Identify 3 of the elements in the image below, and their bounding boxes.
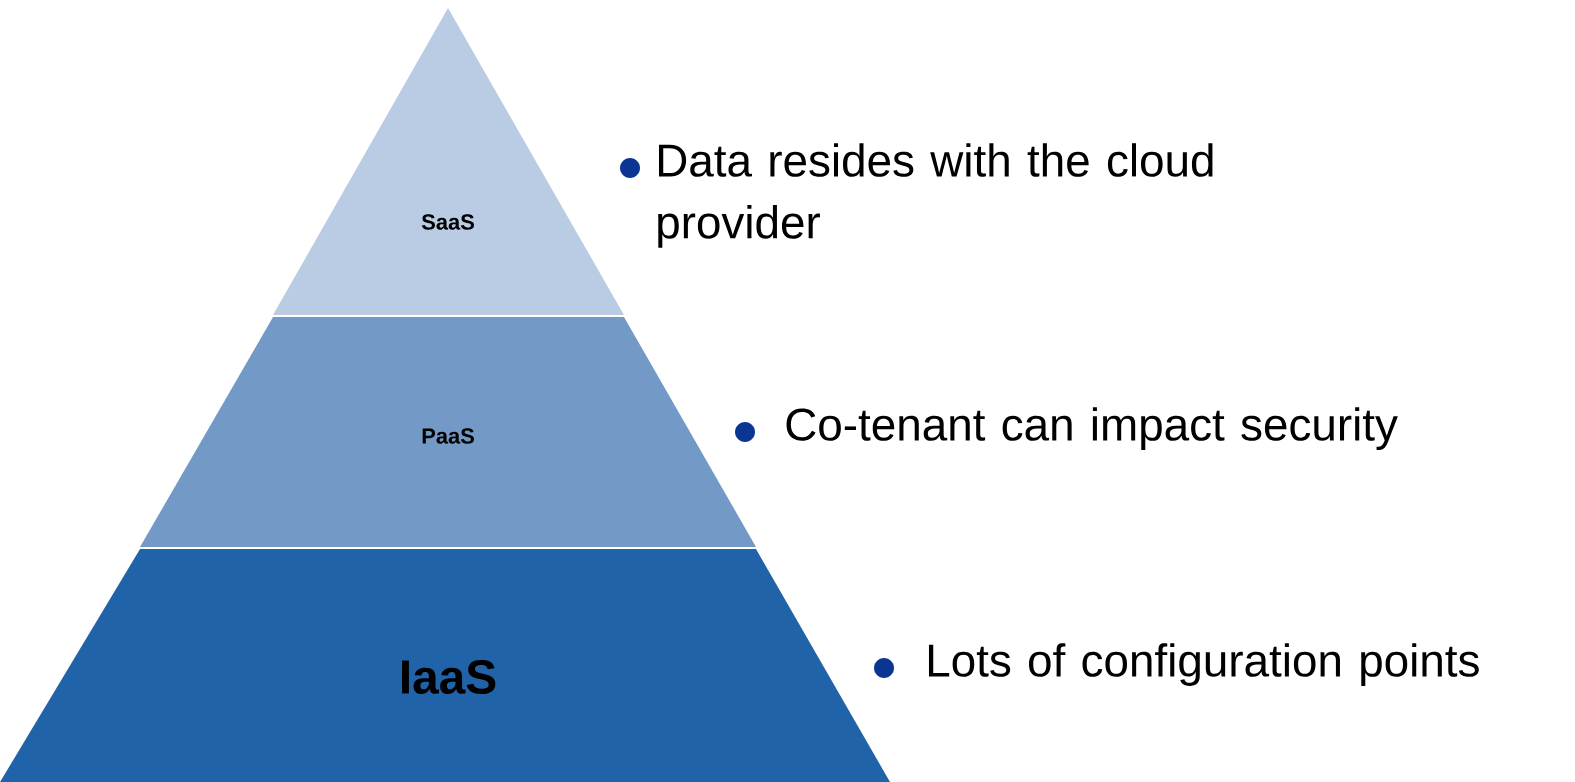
pyramid-tier: IaaS: [0, 549, 890, 782]
pyramid-tier: PaaS: [140, 317, 756, 547]
pyramid-tier: SaaS: [273, 8, 624, 315]
